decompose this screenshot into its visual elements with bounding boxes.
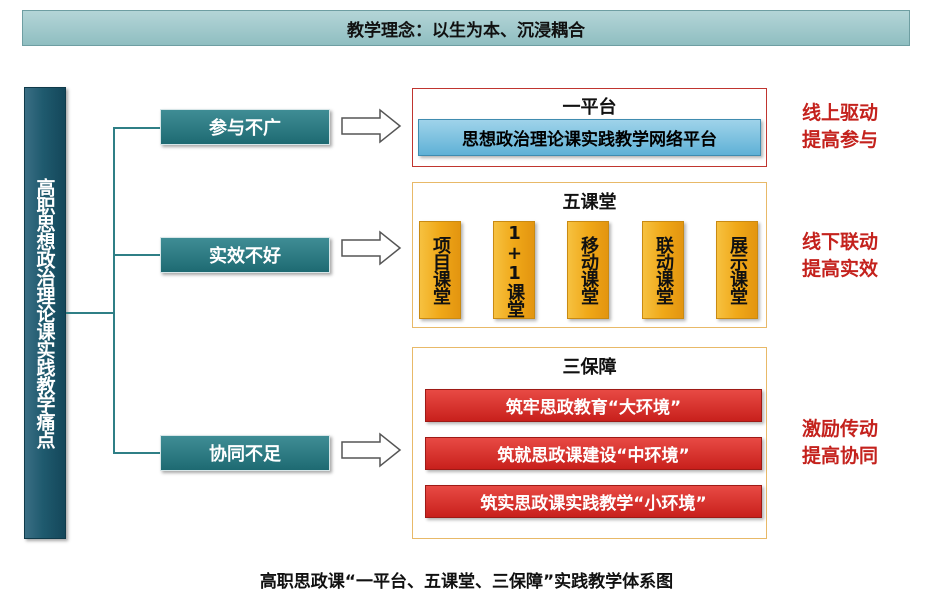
classroom-linkage: 联动课堂 xyxy=(642,221,684,319)
classroom-label: 1+1课堂 xyxy=(504,223,525,317)
classrooms-section: 五课堂 项目课堂 1+1课堂 移动课堂 联动课堂 展示课堂 xyxy=(412,182,767,328)
classroom-project: 项目课堂 xyxy=(419,221,461,319)
issue-label: 协同不足 xyxy=(209,444,281,465)
network-platform-bar: 思想政治理论课实践教学网络平台 xyxy=(418,119,761,156)
issue-label: 实效不好 xyxy=(209,246,281,267)
figure-caption: 高职思政课“一平台、五课堂、三保障”实践教学体系图 xyxy=(259,572,674,592)
issue-participation: 参与不广 xyxy=(160,109,330,145)
connector-branch-3 xyxy=(113,452,161,454)
guarantees-section: 三保障 筑牢思政教育“大环境” 筑就思政课建设“中环境” 筑实思政课实践教学“小… xyxy=(412,347,767,539)
issue-effectiveness: 实效不好 xyxy=(160,237,330,273)
classroom-label: 联动课堂 xyxy=(653,236,674,304)
pain-point-text: 高职思想政治理论课实践教学痛点 xyxy=(33,178,56,448)
guarantees-title: 三保障 xyxy=(562,357,617,378)
connector-branch-2 xyxy=(113,254,161,256)
guarantee-label: 筑就思政课建设“中环境” xyxy=(497,446,690,466)
pain-point-bar: 高职思想政治理论课实践教学痛点 xyxy=(24,87,66,539)
platform-item-label: 思想政治理论课实践教学网络平台 xyxy=(462,130,717,150)
classroom-label: 展示课堂 xyxy=(727,236,748,304)
classroom-label: 移动课堂 xyxy=(578,236,599,304)
connector-vertical xyxy=(113,127,115,454)
classroom-mobile: 移动课堂 xyxy=(567,221,609,319)
connector-branch-1 xyxy=(113,127,161,129)
platform-section: 一平台 思想政治理论课实践教学网络平台 xyxy=(412,88,767,167)
guarantee-big-environment: 筑牢思政教育“大环境” xyxy=(425,389,762,422)
outcome-line: 线下联动 xyxy=(802,231,879,253)
classrooms-title: 五课堂 xyxy=(562,192,617,213)
classroom-one-plus-one: 1+1课堂 xyxy=(493,221,535,319)
outcome-online: 线上驱动 提高参与 xyxy=(802,100,878,154)
outcome-line: 线上驱动 xyxy=(802,102,879,124)
platform-title: 一平台 xyxy=(562,97,617,118)
outcome-line: 提高实效 xyxy=(802,258,879,280)
right-arrow-icon xyxy=(341,230,402,266)
issue-coordination: 协同不足 xyxy=(160,435,330,471)
outcome-line: 激励传动 xyxy=(802,418,879,440)
guarantee-medium-environment: 筑就思政课建设“中环境” xyxy=(425,437,762,470)
outcome-incentive: 激励传动 提高协同 xyxy=(802,416,878,470)
outcome-offline: 线下联动 提高实效 xyxy=(802,229,878,283)
guarantee-small-environment: 筑实思政课实践教学“小环境” xyxy=(425,485,762,518)
guarantee-label: 筑牢思政教育“大环境” xyxy=(505,398,682,418)
right-arrow-icon xyxy=(341,108,402,144)
issue-label: 参与不广 xyxy=(209,118,281,139)
guarantee-label: 筑实思政课实践教学“小环境” xyxy=(480,494,707,514)
classroom-showcase: 展示课堂 xyxy=(716,221,758,319)
philosophy-banner: 教学理念：以生为本、沉浸耦合 xyxy=(22,10,910,46)
outcome-line: 提高参与 xyxy=(802,129,879,151)
outcome-line: 提高协同 xyxy=(802,445,879,467)
connector-horizontal xyxy=(66,312,114,314)
philosophy-text: 教学理念：以生为本、沉浸耦合 xyxy=(347,20,585,41)
classroom-label: 项目课堂 xyxy=(430,236,451,304)
right-arrow-icon xyxy=(341,432,402,468)
